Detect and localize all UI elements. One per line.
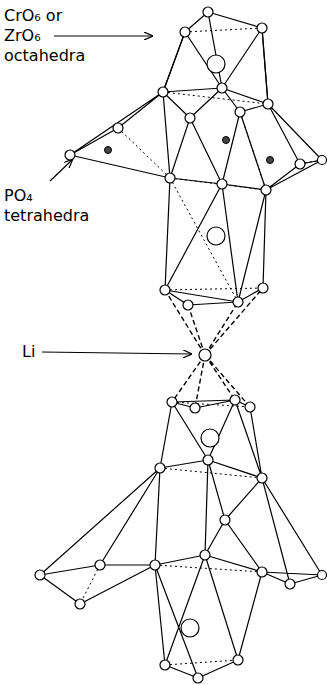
oxygen-atoms — [35, 7, 327, 683]
li-bonds — [165, 288, 263, 408]
structure-label: PO₄ tetrahedra — [4, 186, 100, 226]
structure-label: CrO₆ or ZrO₆ octahedra — [4, 6, 96, 66]
hidden-edges — [80, 28, 322, 665]
polyhedra-edges — [40, 12, 322, 678]
phosphorus-atoms — [105, 137, 274, 164]
structure-label: Li — [22, 342, 62, 362]
metal-atoms — [181, 55, 225, 637]
